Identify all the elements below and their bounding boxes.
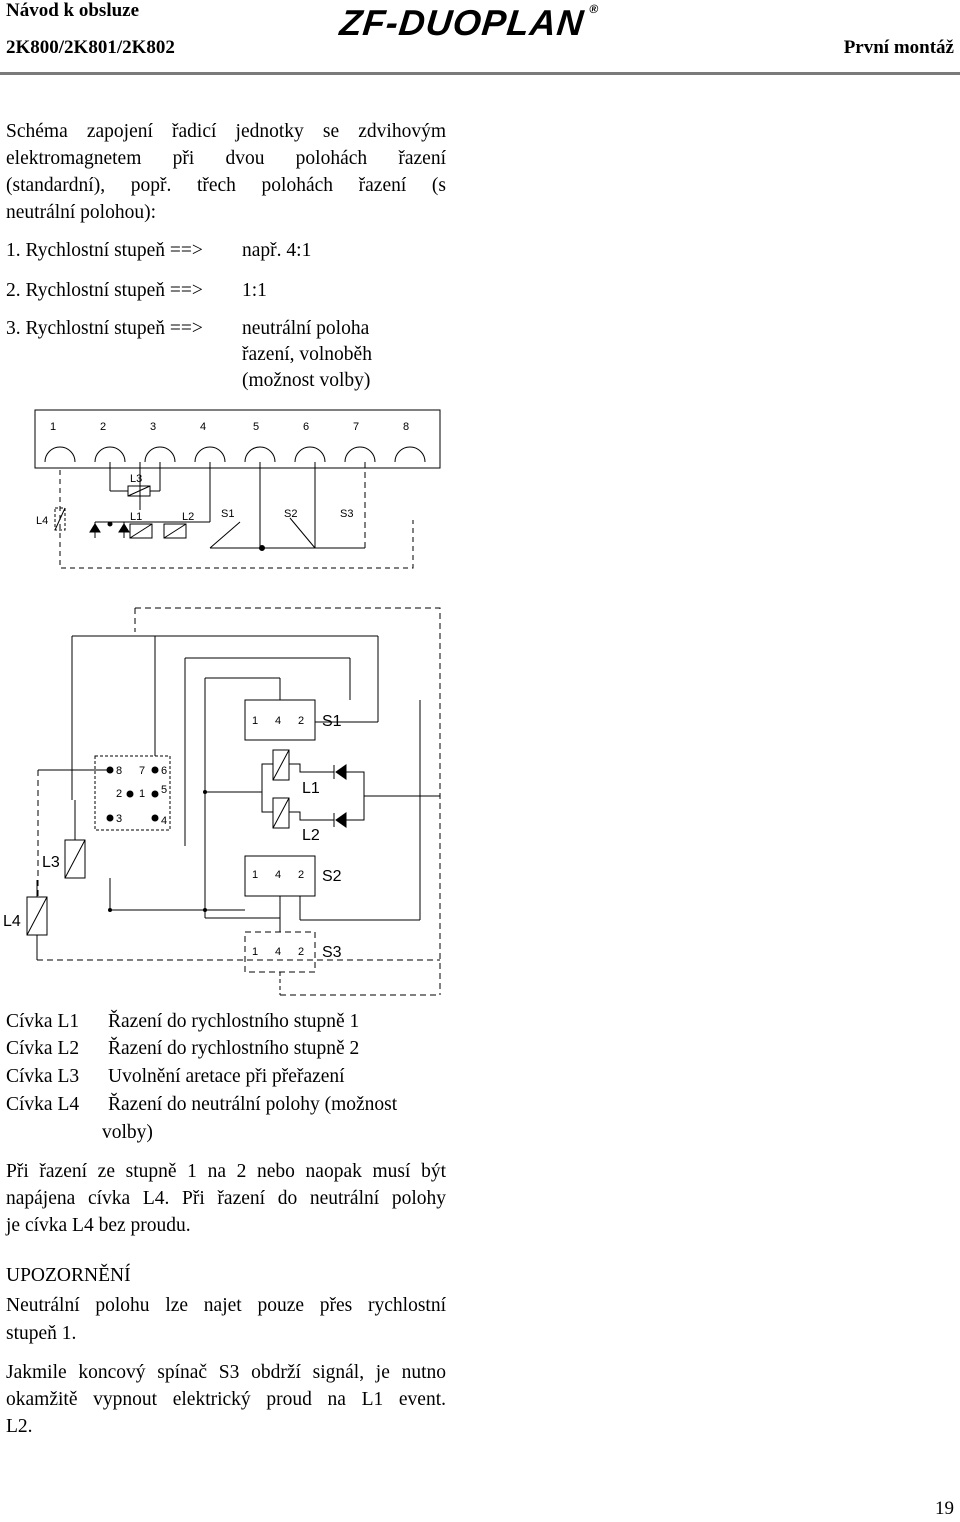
- intro-line-1: Schéma zapojení řadicí jednotky se zdvih…: [6, 121, 446, 142]
- warning-title: UPOZORNĚNÍ: [6, 1265, 131, 1286]
- bottom-label-l4: L4: [3, 913, 21, 930]
- model-numbers: 2K800/2K801/2K802: [6, 37, 175, 58]
- bottom-label-l1: L1: [302, 780, 320, 797]
- pin-1: 1: [139, 788, 145, 800]
- wiring-diagram: 1 2 3 4 5 6 7 8 L3 L4 L1 L2 S1 S2 S3 8 7…: [3, 409, 441, 996]
- s1-pin-2: 2: [298, 715, 304, 727]
- terminal-8: 8: [403, 421, 409, 433]
- final-line-2: okamžitě vypnout elektrický proud na L1 …: [6, 1389, 446, 1410]
- pin-8: 8: [116, 765, 122, 777]
- section-title: První montáž: [843, 37, 954, 58]
- s1-pin-4: 4: [275, 715, 281, 727]
- step-1: 1. Rychlostní stupeň ==>např. 4:1: [6, 240, 312, 261]
- warning-line-2: stupeň 1.: [6, 1323, 77, 1344]
- bottom-label-l3: L3: [42, 854, 60, 871]
- terminal-3: 3: [150, 421, 156, 433]
- page-number: 19: [935, 1498, 954, 1519]
- pin-3: 3: [116, 813, 122, 825]
- document-type: Návod k obsluze: [6, 0, 140, 21]
- terminal-1: 1: [50, 421, 56, 433]
- header-divider: [0, 72, 960, 75]
- top-label-s2: S2: [284, 508, 297, 520]
- intro-line-4: neutrální polohou):: [6, 202, 157, 223]
- s3-pin-4: 4: [275, 946, 281, 958]
- s2-pin-2: 2: [298, 869, 304, 881]
- top-label-l4: L4: [36, 515, 48, 527]
- pin-2: 2: [116, 788, 122, 800]
- top-label-s1: S1: [221, 508, 234, 520]
- warning-line-1: Neutrální polohu lze najet pouze přes ry…: [6, 1295, 446, 1316]
- note-line-3: je cívka L4 bez proudu.: [6, 1215, 191, 1236]
- note-line-1: Při řazení ze stupně 1 na 2 nebo naopak …: [6, 1161, 446, 1182]
- terminal-2: 2: [100, 421, 106, 433]
- note-line-2: napájena cívka L4. Při řazení do neutrál…: [6, 1188, 446, 1209]
- bottom-label-l2: L2: [302, 827, 320, 844]
- bottom-label-s1: S1: [322, 713, 342, 730]
- terminal-6: 6: [303, 421, 309, 433]
- top-label-l2: L2: [182, 511, 194, 523]
- intro-line-2: elektromagnetem při dvou polohách řazení: [6, 148, 446, 169]
- s3-pin-1: 1: [252, 946, 258, 958]
- step-3: 3. Rychlostní stupeň ==>neutrální poloha…: [6, 318, 372, 391]
- pin-4: 4: [161, 815, 167, 827]
- s2-pin-1: 1: [252, 869, 258, 881]
- step-2: 2. Rychlostní stupeň ==>1:1: [6, 280, 267, 301]
- s3-pin-2: 2: [298, 946, 304, 958]
- pin-6: 6: [161, 765, 167, 777]
- final-line-1: Jakmile koncový spínač S3 obdrží signál,…: [6, 1362, 446, 1383]
- terminal-7: 7: [353, 421, 359, 433]
- top-label-l3: L3: [130, 473, 142, 485]
- final-line-3: L2.: [6, 1416, 33, 1437]
- legend-l4-cont: volby): [102, 1122, 153, 1143]
- bottom-label-s2: S2: [322, 868, 342, 885]
- brand-logo: ZF-DUOPLAN®: [337, 2, 601, 43]
- terminal-cups: [44, 446, 426, 463]
- intro-line-3: (standardní), popř. třech polohách řazen…: [6, 175, 446, 196]
- pin-7: 7: [139, 765, 145, 777]
- terminal-5: 5: [253, 421, 259, 433]
- s1-pin-1: 1: [252, 715, 258, 727]
- top-label-s3: S3: [340, 508, 353, 520]
- terminal-4: 4: [200, 421, 206, 433]
- bottom-label-s3: S3: [322, 944, 342, 961]
- s2-pin-4: 4: [275, 869, 281, 881]
- pin-5: 5: [161, 784, 167, 796]
- top-label-l1: L1: [130, 511, 142, 523]
- connector-pin-dots: [106, 766, 207, 912]
